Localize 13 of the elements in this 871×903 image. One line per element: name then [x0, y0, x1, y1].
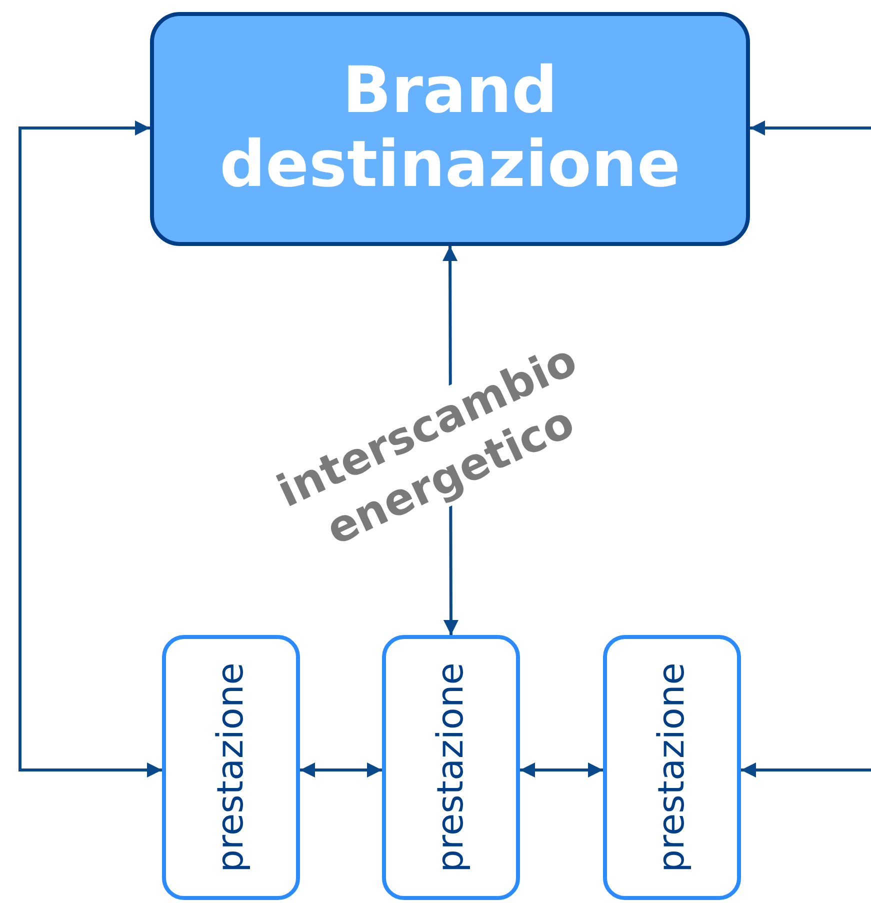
arrow [750, 120, 871, 136]
process-box [603, 635, 741, 900]
arrow [18, 120, 162, 778]
process-box [162, 635, 300, 900]
rounded-box [150, 12, 750, 246]
arrow [300, 762, 382, 778]
node-text: prestazione [652, 662, 692, 872]
node-text: prestazione [430, 662, 472, 872]
node-text: Brand destinazione [218, 55, 682, 203]
node-text: prestazione [210, 662, 252, 872]
arrow [520, 762, 603, 778]
arrow [741, 762, 871, 778]
process-box [382, 635, 520, 900]
